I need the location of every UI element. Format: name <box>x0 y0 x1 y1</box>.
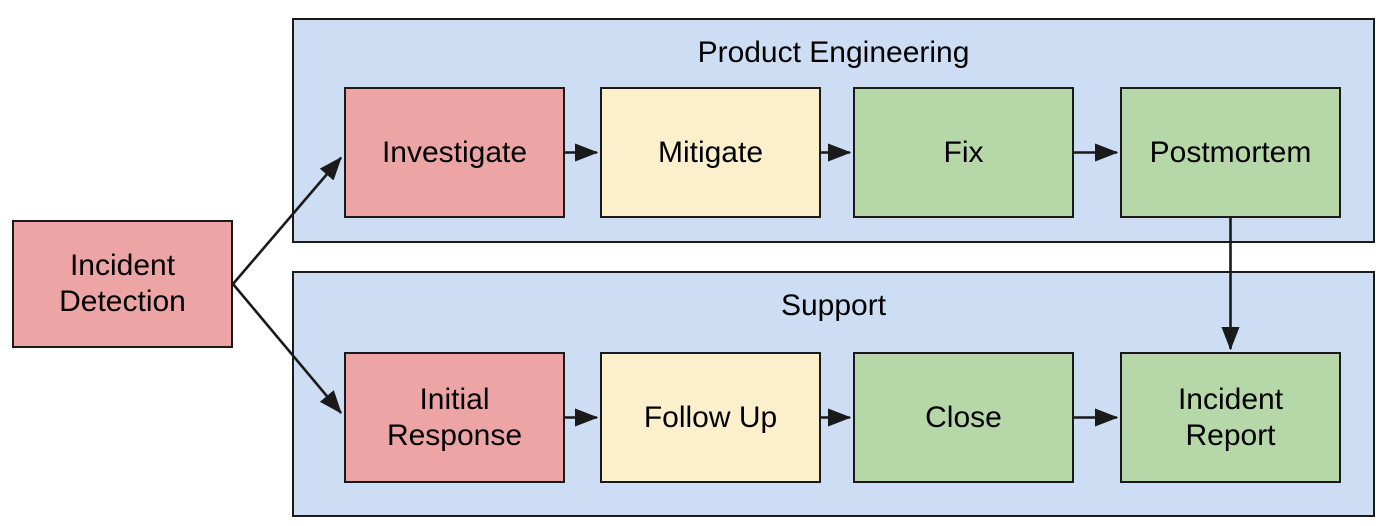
node-label-postmortem: Postmortem <box>1149 135 1312 169</box>
node-investigate[interactable]: Investigate <box>344 87 565 218</box>
node-label-investigate: Investigate <box>381 135 528 169</box>
node-label-mitigate: Mitigate <box>657 135 764 169</box>
swimlane-title-product-engineering: Product Engineering <box>697 36 970 69</box>
node-label-close: Close <box>925 400 1002 434</box>
node-follow-up[interactable]: Follow Up <box>600 352 821 483</box>
node-label-fix: Fix <box>943 135 984 169</box>
node-mitigate[interactable]: Mitigate <box>600 87 821 218</box>
node-incident-detection[interactable]: Incident Detection <box>12 220 233 348</box>
swimlane-title-support: Support <box>780 289 887 322</box>
node-label-incident-report: Incident Report <box>1177 382 1284 452</box>
node-initial-response[interactable]: Initial Response <box>344 352 565 483</box>
node-label-follow-up: Follow Up <box>643 400 778 434</box>
node-fix[interactable]: Fix <box>853 87 1074 218</box>
node-label-initial-response: Initial Response <box>386 382 523 452</box>
node-incident-report[interactable]: Incident Report <box>1120 352 1341 483</box>
node-postmortem[interactable]: Postmortem <box>1120 87 1341 218</box>
node-label-incident-detection: Incident Detection <box>59 249 186 318</box>
node-close[interactable]: Close <box>853 352 1074 483</box>
